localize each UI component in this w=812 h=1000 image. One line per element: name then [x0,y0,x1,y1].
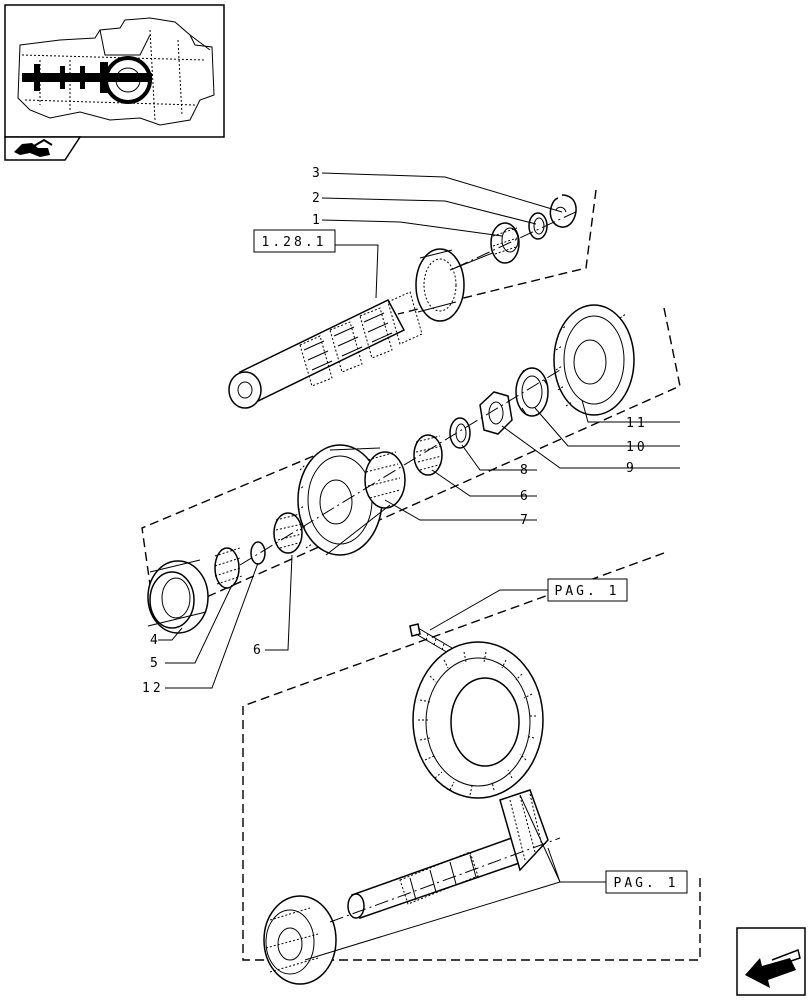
part-4-bearing[interactable] [147,559,209,634]
part-10-lock-washer[interactable] [515,367,549,417]
group-outline-middle [141,307,681,622]
pinion-shaft[interactable] [347,789,549,919]
ref-box-pag-1-top[interactable]: PAG. 1 [547,578,628,602]
tractor-section-icon [14,138,53,157]
callout-9: 9 [626,461,637,476]
callout-8: 8 [520,463,531,478]
callout-5: 5 [150,656,161,671]
overview-thumbnail[interactable] [4,4,225,138]
part-6-needle-bearing-lower[interactable] [273,512,303,554]
callout-4: 4 [150,633,161,648]
ref-box-pag-1-bottom[interactable]: PAG. 1 [605,870,688,894]
part-9-nut[interactable] [479,391,513,435]
part-12-circlip[interactable] [250,541,266,565]
section-tab[interactable] [4,136,82,161]
callout-6-lower: 6 [253,643,264,658]
main-shaft[interactable] [228,248,501,409]
callout-2: 2 [312,191,323,206]
part-8-washer[interactable] [449,417,471,449]
part-2-washer[interactable] [528,212,548,240]
leader-lines [158,172,680,961]
group-outline-bottom [242,552,701,961]
callout-1: 1 [312,213,323,228]
pinion-bearing[interactable] [263,895,337,985]
part-3-snap-ring[interactable] [549,194,577,228]
part-7-double-gear[interactable] [297,444,406,556]
part-11-gear[interactable] [553,304,635,416]
ring-gear[interactable] [412,641,544,799]
part-6-needle-bearing-upper[interactable] [413,434,443,476]
previous-page-arrow-icon[interactable] [736,927,806,996]
ref-label-1-28-1: 1.28.1 [262,235,327,250]
ref-label-pag-1-bottom: PAG. 1 [614,876,679,891]
group-outline-top [397,189,597,315]
ref-label-pag-1-top: PAG. 1 [555,584,620,599]
bolt[interactable] [409,623,453,655]
callout-10: 10 [626,440,648,455]
part-1-coupling[interactable] [490,222,520,264]
ref-box-1-28-1[interactable]: 1.28.1 [253,229,336,253]
callout-3: 3 [312,166,323,181]
callout-6-upper: 6 [520,489,531,504]
callout-7: 7 [520,513,531,528]
callout-11: 11 [626,416,648,431]
part-5-needle-bearing[interactable] [214,547,243,589]
callout-12: 12 [142,681,164,696]
